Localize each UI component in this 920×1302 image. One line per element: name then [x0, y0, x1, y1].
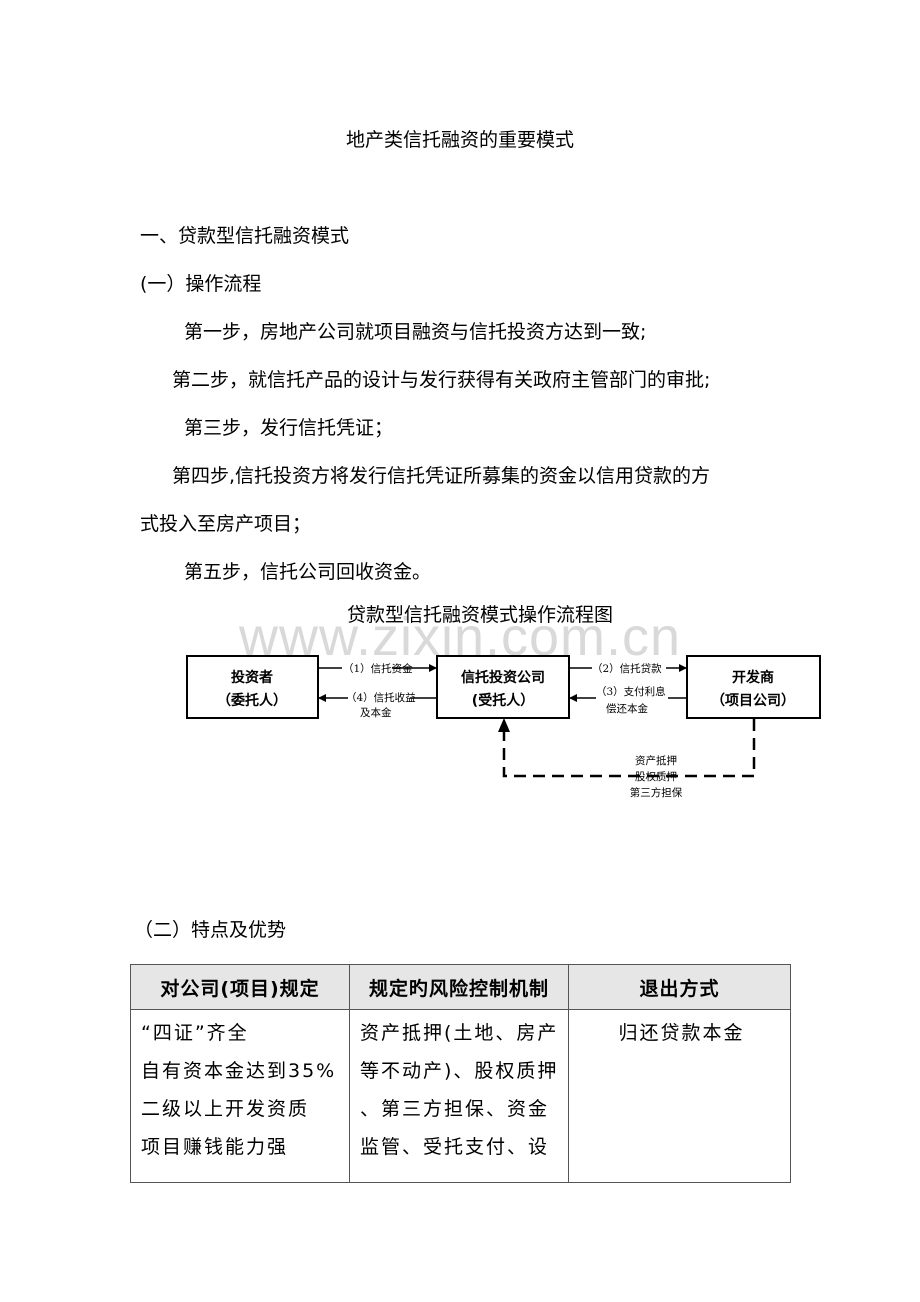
- collateral-label-asset-mortgage: 资产抵押: [635, 754, 677, 767]
- cell-exit-method: 归还贷款本金: [568, 1009, 791, 1183]
- arrow-1-label: （1）信托资金: [343, 662, 413, 675]
- cell-line: 等不动产)、股权质押: [360, 1060, 559, 1082]
- investor-role-label: （委托人）: [217, 692, 287, 709]
- table-header-row: 对公司(项目)规定 规定旳风险控制机制 退出方式: [130, 964, 791, 1010]
- trust-company-role-label: (受托人）: [472, 692, 534, 709]
- cell-company-requirements: “四证”齐全 自有资本金达到35% 二级以上开发资质 项目赚钱能力强: [130, 1009, 350, 1183]
- collateral-dashed-arrow: [502, 719, 756, 778]
- cell-line: 项目赚钱能力强: [141, 1136, 289, 1158]
- collateral-label-equity-pledge: 股权质押: [635, 770, 677, 783]
- cell-line: 自有资本金达到35%: [141, 1060, 337, 1082]
- step-5: 第五步，信托公司回收资金。: [184, 561, 432, 583]
- cell-risk-control: 资产抵押(土地、房产 等不动产)、股权质押 、第三方担保、资金 监管、受托支付、…: [349, 1009, 569, 1183]
- trust-company-label: 信托投资公司: [461, 669, 545, 686]
- developer-role-label: （项目公司）: [711, 693, 795, 709]
- cell-line: 二级以上开发资质: [141, 1098, 310, 1120]
- table-row: “四证”齐全 自有资本金达到35% 二级以上开发资质 项目赚钱能力强 资产抵押(…: [130, 1009, 791, 1183]
- step-3: 第三步，发行信托凭证；: [184, 417, 394, 439]
- collateral-label-third-party-guarantee: 第三方担保: [630, 786, 683, 799]
- collateral-arrowhead: [498, 718, 510, 732]
- flowchart: 投资者 （委托人） 信托投资公司 (受托人） 开发商 （项目公司） （1）信托资…: [186, 655, 821, 799]
- arrow-4-label: （4）信托收益: [346, 691, 416, 704]
- section-heading-loan-trust: 一、贷款型信托融资模式: [140, 225, 350, 247]
- arrow-3-label: （3）支付利息: [596, 685, 666, 698]
- cell-line: 监管、受托支付、设: [360, 1136, 550, 1158]
- document-title: 地产类信托融资的重要模式: [345, 129, 574, 151]
- flowchart-title: 贷款型信托融资模式操作流程图: [346, 604, 613, 626]
- developer-label: 开发商: [732, 669, 774, 686]
- cell-line: 、第三方担保、资金: [360, 1098, 550, 1120]
- arrow-3-label-continued: 偿还本金: [606, 702, 648, 715]
- trust-company-box: [436, 655, 570, 719]
- developer-box: [686, 655, 821, 719]
- subsection-heading-operation-flow: (一）操作流程: [140, 273, 262, 295]
- cell-line: 归还贷款本金: [618, 1022, 745, 1044]
- investor-label: 投资者: [231, 669, 273, 686]
- column-header-exit-method: 退出方式: [568, 964, 791, 1010]
- step-4-continued: 式投入至房产项目；: [140, 513, 312, 535]
- investor-box: [186, 655, 319, 719]
- features-table: 对公司(项目)规定 规定旳风险控制机制 退出方式 “四证”齐全 自有资本金达到3…: [130, 964, 791, 1183]
- column-header-company-requirements: 对公司(项目)规定: [130, 964, 350, 1010]
- step-4: 第四步,信托投资方将发行信托凭证所募集的资金以信用贷款的方: [172, 465, 711, 487]
- cell-line: “四证”齐全: [141, 1022, 249, 1044]
- arrow-2-label: （2）信托贷款: [592, 662, 662, 675]
- arrow-4-label-continued: 及本金: [360, 706, 392, 719]
- step-1: 第一步，房地产公司就项目融资与信托投资方达到一致;: [184, 321, 647, 343]
- cell-line: 资产抵押(土地、房产: [360, 1022, 559, 1044]
- features-heading: （二）特点及优势: [134, 919, 287, 941]
- column-header-risk-control: 规定旳风险控制机制: [349, 964, 569, 1010]
- step-2: 第二步，就信托产品的设计与发行获得有关政府主管部门的审批;: [172, 369, 711, 391]
